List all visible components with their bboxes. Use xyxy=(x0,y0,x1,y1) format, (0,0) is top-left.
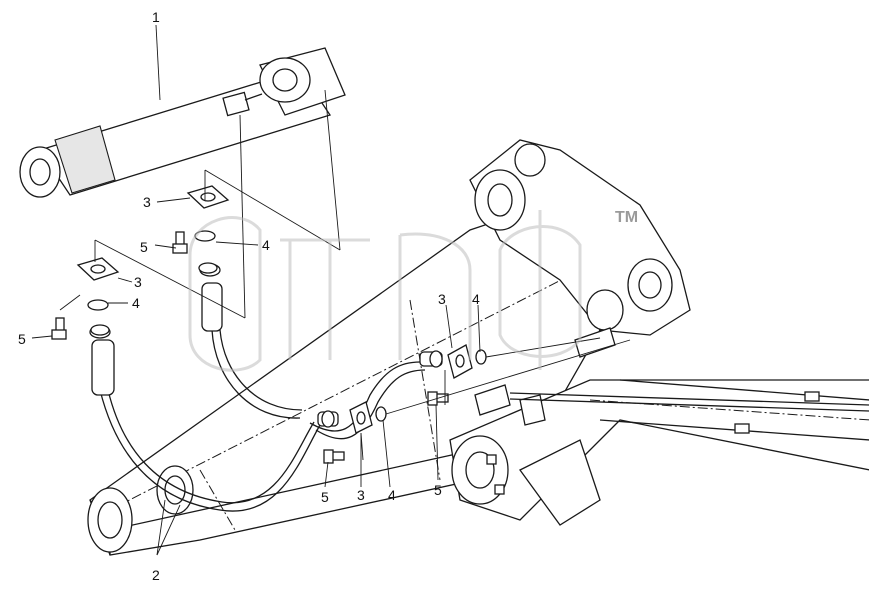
watermark-trademark: TM xyxy=(615,209,638,226)
callout-5-right: 5 xyxy=(434,482,442,498)
hydraulic-cylinder xyxy=(19,47,346,198)
callout-5-left: 5 xyxy=(18,331,26,347)
leader-lines xyxy=(31,24,481,556)
callout-4-left: 4 xyxy=(132,295,140,311)
callout-4-upper: 4 xyxy=(262,237,270,253)
callout-3-lower: 3 xyxy=(357,487,365,503)
bolts xyxy=(51,231,449,464)
callout-4-right: 4 xyxy=(472,291,480,307)
callout-3-right: 3 xyxy=(438,291,446,307)
callout-4-lower: 4 xyxy=(388,487,396,503)
boom-arm xyxy=(87,139,869,556)
o-rings xyxy=(87,230,487,422)
callout-5-lower: 5 xyxy=(321,489,329,505)
flange-parts xyxy=(76,185,473,434)
callout-5-upper: 5 xyxy=(140,239,148,255)
callout-2: 2 xyxy=(152,567,160,583)
callout-labels: 1 2 3 3 3 3 4 4 4 4 5 5 5 5 xyxy=(18,9,480,583)
callout-3-left: 3 xyxy=(134,274,142,290)
callout-1: 1 xyxy=(152,9,160,25)
callout-3-upper: 3 xyxy=(143,194,151,210)
watermark: TM xyxy=(188,209,638,372)
construction-lines xyxy=(59,89,631,461)
